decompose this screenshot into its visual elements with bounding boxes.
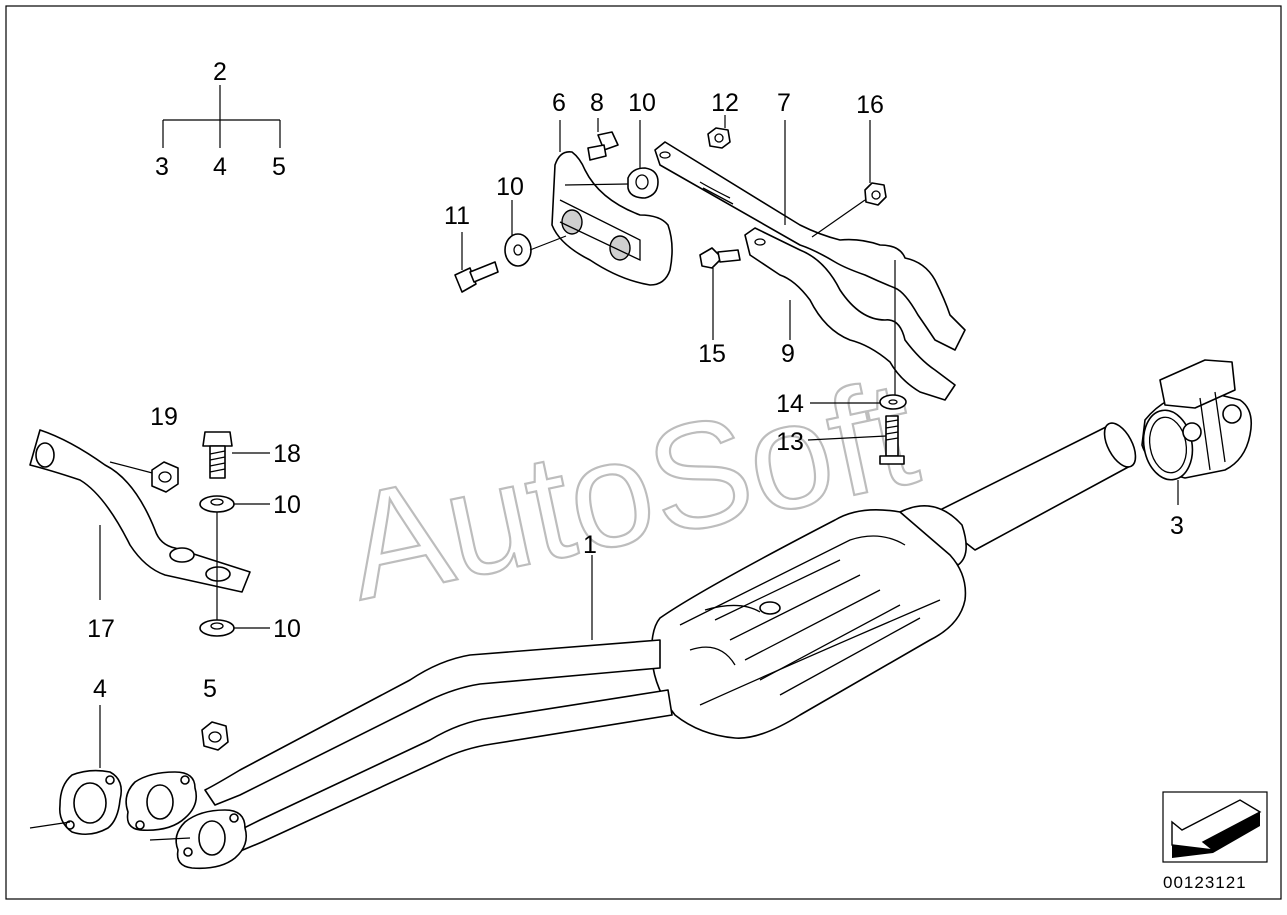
front-pipe-catalytic-converter [125, 422, 1137, 870]
callout-10-washer-lower: 10 [273, 615, 301, 643]
hex-nut-19 [151, 461, 179, 493]
long-bolt [454, 232, 499, 293]
hex-nut [201, 721, 229, 751]
callout-6: 6 [552, 89, 566, 117]
pipe-clamp [1141, 359, 1253, 505]
kit-tree [162, 85, 281, 148]
callout-12: 12 [711, 89, 739, 117]
callout-18: 18 [273, 440, 301, 468]
callout-9: 9 [781, 340, 795, 368]
callout-3-clamp: 3 [1170, 512, 1184, 540]
callout-19: 19 [150, 403, 178, 431]
callout-4-gasket: 4 [93, 675, 107, 703]
washer-lower [199, 619, 270, 637]
callout-16: 16 [856, 91, 884, 119]
callout-15: 15 [698, 340, 726, 368]
hanger-strap-upper [654, 120, 966, 351]
bolt-13 [807, 415, 905, 465]
callout-7: 7 [777, 89, 791, 117]
support-bracket [29, 429, 251, 600]
callout-3: 3 [155, 153, 169, 181]
callout-11: 11 [444, 202, 470, 230]
washer-14 [810, 260, 907, 410]
callout-2: 2 [213, 58, 227, 86]
washer-mid [504, 200, 567, 267]
nut-12 [707, 115, 731, 149]
callout-1: 1 [583, 531, 597, 559]
callout-10-washer-upper: 10 [273, 491, 301, 519]
hex-bolt-vertical [202, 431, 270, 479]
callout-labels: 2 3 4 5 6 8 10 12 7 16 10 11 15 9 14 13 … [87, 58, 1184, 703]
callout-10-mid: 10 [496, 173, 524, 201]
callout-17: 17 [87, 615, 115, 643]
callout-5: 5 [272, 153, 286, 181]
nut-16 [864, 120, 887, 206]
callout-13: 13 [776, 428, 804, 456]
callout-8: 8 [590, 89, 604, 117]
callout-14: 14 [776, 390, 804, 418]
callout-10-top: 10 [628, 89, 656, 117]
diagram-frame [5, 5, 1282, 900]
document-id: 00123121 [1163, 873, 1247, 892]
washer-upper [199, 495, 270, 620]
rubber-mount [564, 120, 659, 199]
small-bolt [587, 118, 619, 161]
arrow-direction-icon [1162, 791, 1268, 863]
gasket [29, 705, 123, 836]
callout-5-nut: 5 [203, 675, 217, 703]
callout-4: 4 [213, 153, 227, 181]
hanger-strap-lower [744, 227, 956, 401]
flange-bolt [699, 247, 741, 340]
